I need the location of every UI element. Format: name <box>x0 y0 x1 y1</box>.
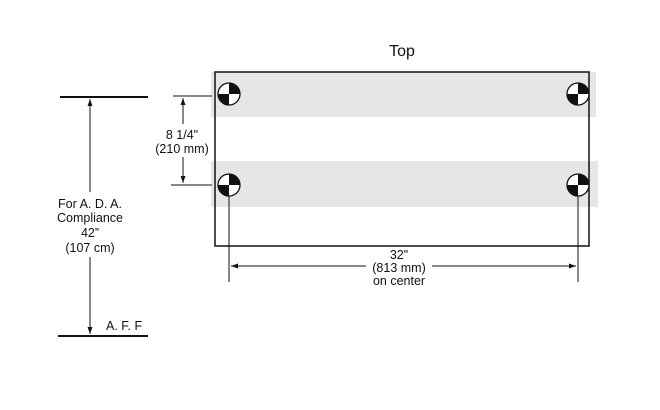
horizontal-spacing-imperial: 32" <box>390 248 408 262</box>
ada-note-line-1: For A. D. A. <box>58 197 122 211</box>
upper-mounting-band <box>211 72 596 117</box>
ada-note-line-3: 42” <box>81 226 99 240</box>
mounting-marker-top-left <box>217 82 241 106</box>
top-panel-outline <box>214 71 590 247</box>
horizontal-spacing-metric: (813 mm) <box>372 261 425 275</box>
ada-note-line-4: (107 cm) <box>65 241 114 255</box>
horizontal-spacing-note: on center <box>373 274 425 288</box>
mounting-marker-bottom-right <box>566 173 590 197</box>
floor-label: A. F. F <box>106 319 142 333</box>
mounting-marker-top-right <box>566 82 590 106</box>
vertical-spacing-imperial: 8 1/4" <box>166 128 198 142</box>
diagram-title: Top <box>389 43 415 60</box>
mounting-marker-bottom-left <box>217 173 241 197</box>
vertical-spacing-metric: (210 mm) <box>155 142 208 156</box>
lower-mounting-band <box>211 161 598 207</box>
ada-note-line-2: Compliance <box>57 211 123 225</box>
